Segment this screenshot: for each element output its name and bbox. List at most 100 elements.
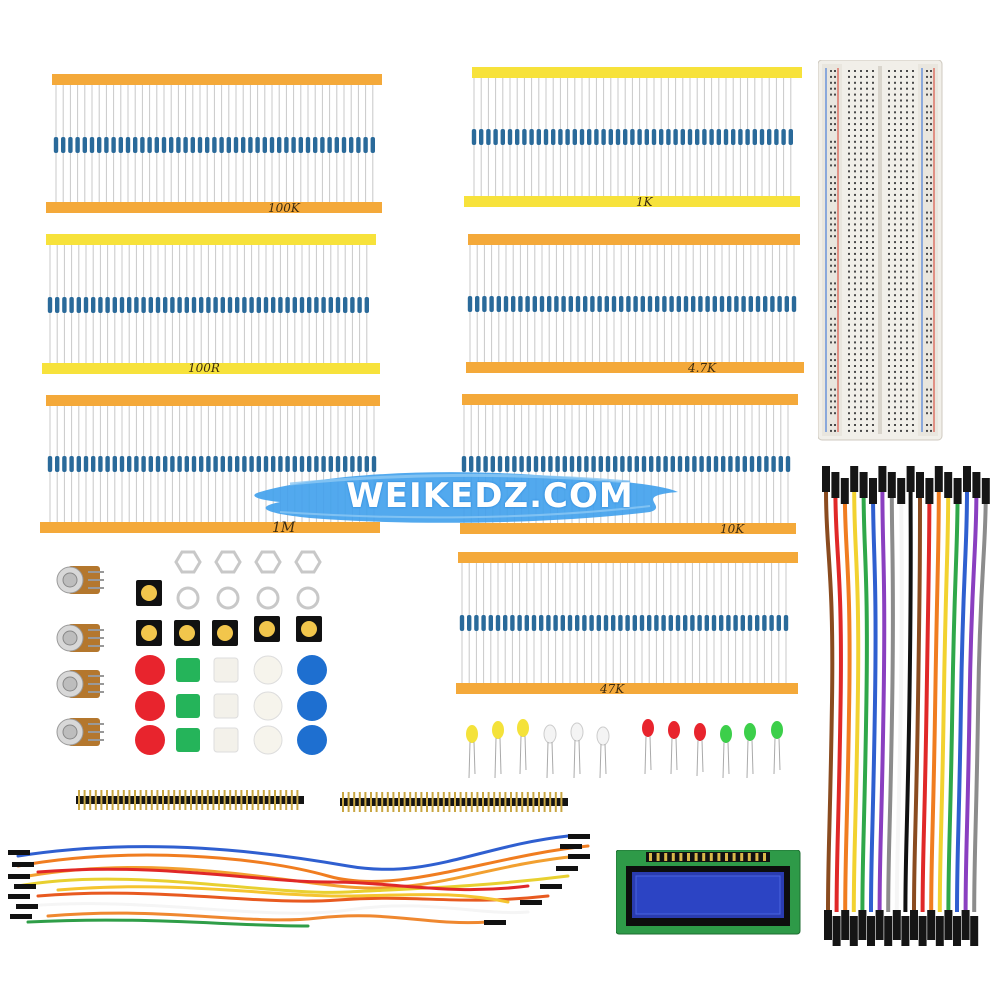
tape-bottom	[464, 196, 800, 207]
dupont-connector	[981, 478, 990, 504]
resistor	[343, 297, 348, 313]
resistor	[531, 615, 537, 631]
resistor	[305, 137, 311, 153]
resistor	[706, 456, 711, 472]
resistor	[687, 129, 693, 145]
resistor	[777, 296, 782, 312]
resistor	[486, 129, 491, 145]
dupont-connector	[944, 472, 953, 498]
tactile-switches	[136, 580, 322, 646]
resistor	[633, 296, 638, 312]
resistor	[170, 297, 175, 313]
resistor	[604, 296, 609, 312]
resistor	[314, 297, 319, 313]
resistor	[666, 129, 671, 145]
resistor	[255, 137, 260, 153]
ribbon-wire	[877, 491, 887, 913]
resistor	[584, 456, 589, 472]
resistor	[745, 129, 750, 145]
resistor	[469, 456, 474, 472]
resistor	[199, 456, 204, 472]
resistor	[488, 615, 493, 631]
resistor	[770, 296, 775, 312]
resistor	[61, 137, 66, 153]
led-yellow	[492, 721, 504, 779]
resistor	[197, 137, 203, 153]
ribbon-wire	[886, 491, 895, 913]
resistor	[561, 296, 566, 312]
resistor	[55, 456, 60, 472]
resistor	[213, 456, 218, 472]
resistor	[536, 129, 541, 145]
resistor	[785, 456, 791, 472]
resistor	[227, 297, 233, 313]
resistor	[334, 137, 339, 153]
resistor	[683, 615, 688, 631]
led-green	[771, 721, 783, 775]
button-cap-red-column	[135, 655, 165, 755]
resistor	[740, 615, 745, 631]
resistor	[104, 137, 109, 153]
resistor	[98, 456, 103, 472]
dupont-connector	[887, 472, 896, 498]
resistor	[748, 296, 753, 312]
resistor	[655, 296, 660, 312]
nuts-and-washers	[174, 550, 322, 610]
resistor	[742, 456, 747, 472]
resistor	[774, 129, 779, 145]
tape-top	[468, 234, 800, 245]
resistor	[134, 297, 139, 313]
resistor	[176, 137, 181, 153]
resistor	[154, 137, 159, 153]
dupont-connector	[970, 916, 979, 946]
resistor	[262, 137, 267, 153]
resistor	[327, 137, 332, 153]
resistor	[471, 129, 477, 145]
resistor	[644, 129, 649, 145]
resistor	[512, 456, 517, 472]
led-yellow	[517, 719, 529, 775]
resistor	[632, 615, 637, 631]
resistor	[640, 296, 645, 312]
resistor	[713, 456, 719, 472]
ribbon-wire	[824, 491, 835, 913]
resistor	[649, 456, 654, 472]
resistor	[608, 129, 613, 145]
resistor	[598, 456, 603, 472]
resistor	[328, 456, 333, 472]
washer	[296, 586, 320, 610]
resistor	[767, 129, 772, 145]
resistor	[543, 129, 549, 145]
resistor	[320, 137, 325, 153]
resistor	[341, 137, 347, 153]
resistor	[475, 296, 480, 312]
resistor	[630, 129, 635, 145]
resistor	[489, 296, 494, 312]
resistor	[82, 137, 87, 153]
resistor	[659, 129, 664, 145]
dupont-connector	[963, 466, 971, 492]
dupont-connector	[916, 472, 924, 498]
dupont-connector	[822, 466, 830, 492]
watermark-brush	[254, 472, 678, 523]
resistor	[111, 137, 116, 153]
resistor	[769, 615, 774, 631]
resistor	[524, 615, 529, 631]
resistor	[349, 137, 354, 153]
resistor	[199, 297, 204, 313]
dupont-connector	[925, 478, 934, 504]
resistor	[55, 297, 60, 313]
resistor	[285, 456, 290, 472]
resistor	[62, 297, 67, 313]
led-red	[668, 721, 680, 775]
button-cap-white-square-column	[213, 657, 239, 753]
breadboard-holes	[830, 70, 932, 432]
dupont-connector	[840, 478, 849, 504]
resistor	[481, 615, 486, 631]
resistor	[757, 456, 762, 472]
ribbon-wire	[963, 491, 979, 913]
tactile-switch	[136, 620, 162, 646]
resistor	[662, 296, 667, 312]
resistor	[749, 456, 755, 472]
resistor	[695, 129, 700, 145]
